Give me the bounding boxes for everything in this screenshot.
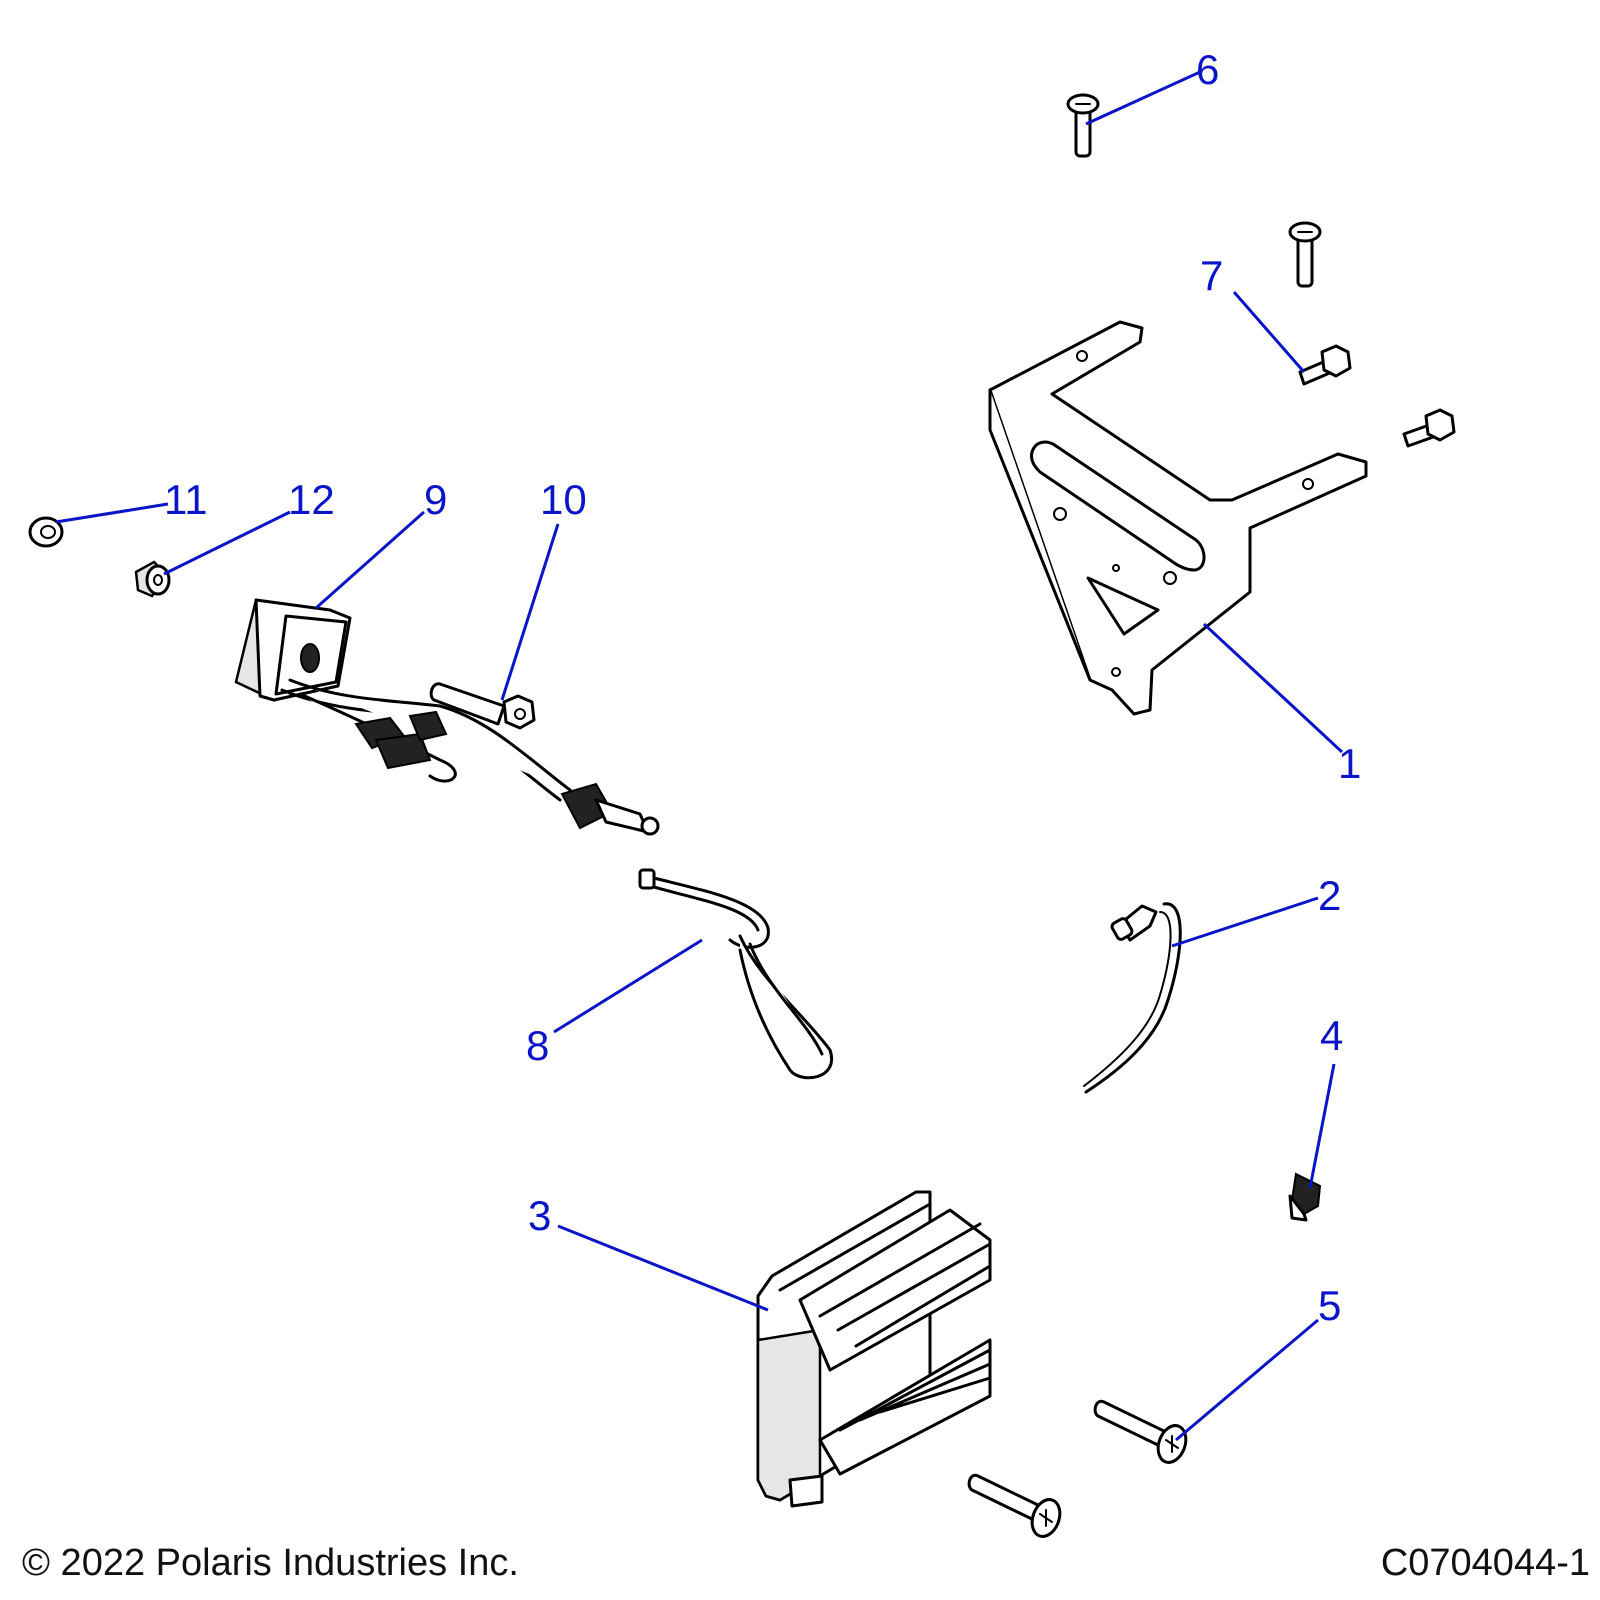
leader-8 — [553, 938, 703, 1034]
leader-2 — [1171, 896, 1319, 948]
part-9-module-harness — [234, 598, 660, 836]
part-10-bolt — [429, 682, 536, 730]
part-7-screw-upper — [1288, 221, 1322, 288]
callout-2: 2 — [1318, 872, 1341, 919]
leader-lines — [55, 70, 1344, 1442]
part-4-clip — [1288, 1172, 1322, 1222]
part-8-cable-tie — [638, 868, 834, 1080]
leader-6 — [1085, 70, 1201, 126]
part-3-regulator — [756, 1190, 992, 1508]
part-5-screw-lower — [967, 1473, 1062, 1538]
copyright-notice: © 2022 Polaris Industries Inc. — [22, 1542, 519, 1584]
part-5-screw-upper — [1093, 1399, 1188, 1464]
leader-7 — [1232, 291, 1306, 373]
drawing-number: C0704044-1 — [1380, 1542, 1590, 1584]
leader-10 — [500, 523, 560, 701]
leader-12 — [163, 510, 291, 576]
part-6-screw — [1066, 93, 1100, 158]
part-7-bolt-right — [1402, 408, 1456, 448]
callout-5: 5 — [1318, 1282, 1341, 1329]
leader-1 — [1202, 622, 1344, 754]
callout-8: 8 — [526, 1022, 549, 1069]
part-12-spacer — [134, 560, 171, 598]
callout-12: 12 — [288, 476, 335, 523]
callout-9: 9 — [424, 476, 447, 523]
leader-4 — [1308, 1063, 1336, 1189]
part-7-bolt-mid — [1298, 344, 1352, 386]
leader-11 — [55, 502, 169, 524]
callout-1: 1 — [1338, 740, 1361, 787]
leader-9 — [315, 510, 425, 610]
part-11-nut — [28, 516, 64, 548]
callout-6: 6 — [1196, 46, 1219, 93]
callout-7: 7 — [1200, 252, 1223, 299]
callout-3: 3 — [528, 1192, 551, 1239]
part-2-wire-lead — [1083, 902, 1182, 1094]
callout-11: 11 — [164, 476, 208, 523]
part-1-bracket — [988, 320, 1368, 716]
leader-3 — [557, 1224, 769, 1312]
callout-10: 10 — [540, 476, 587, 523]
callout-labels: 1 2 3 4 5 6 7 8 9 10 11 12 — [164, 46, 1361, 1329]
callout-4: 4 — [1320, 1012, 1343, 1059]
leader-5 — [1175, 1318, 1319, 1442]
